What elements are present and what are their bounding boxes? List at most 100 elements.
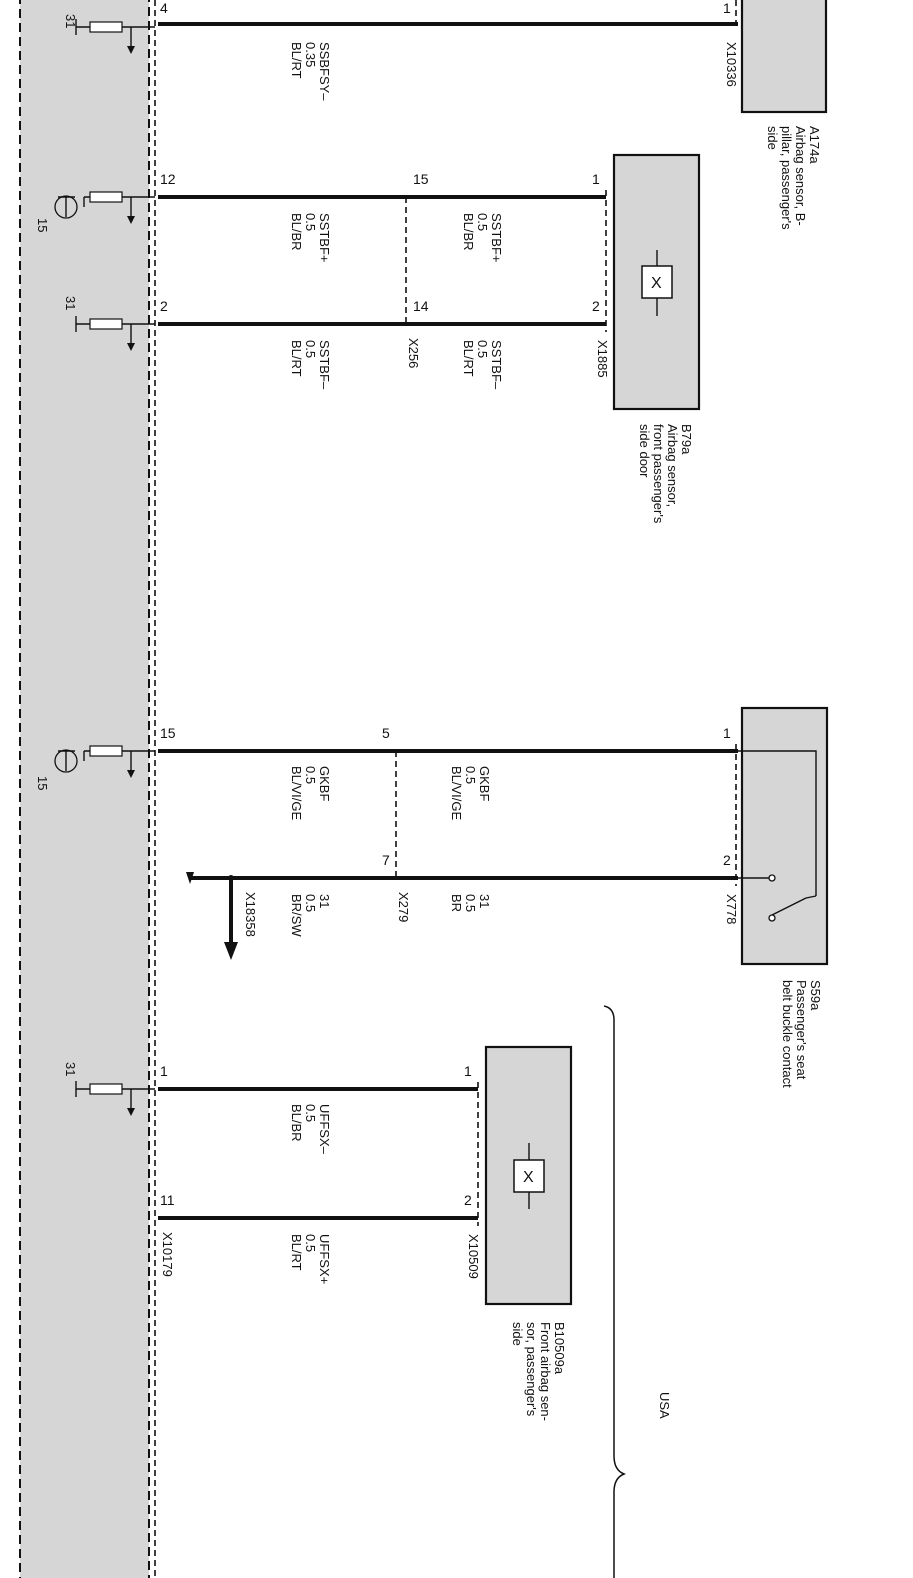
b10509a-desc-line-2: sor, passenger's [524, 1322, 539, 1417]
x18358-arrow-head [224, 942, 238, 960]
svg-text:BL/VI/GE: BL/VI/GE [449, 766, 464, 821]
ground-symbol-3 [75, 1081, 155, 1116]
a174a-id: A174a [807, 126, 822, 164]
b10509a-desc-line-3: side [510, 1322, 525, 1346]
connector-x256: X256 [406, 338, 421, 368]
wire-label-sstbf-plus-sensor: SSTBF+ 0.5 BL/BR [461, 213, 504, 263]
connector-x778: X778 [724, 894, 739, 924]
svg-text:31: 31 [477, 894, 492, 908]
svg-text:0.5: 0.5 [463, 766, 478, 784]
svg-text:31: 31 [317, 894, 332, 908]
connector-x279: X279 [396, 892, 411, 922]
component-s59a-box [740, 706, 829, 966]
s59a-pin-1: 1 [723, 725, 731, 741]
ground-symbol-2 [75, 316, 155, 351]
wire-label-uffsx-minus: UFFSX– 0.5 BL/BR [289, 1104, 332, 1155]
airbag-sensor-icon: X [641, 250, 673, 316]
svg-text:GKBF: GKBF [477, 766, 492, 801]
b79a-id: B79a [679, 424, 694, 455]
connector-x10509: X10509 [466, 1234, 481, 1279]
svg-text:SSBFSY–: SSBFSY– [317, 42, 332, 101]
switch-contact-icon [738, 750, 817, 922]
b79a-pin-1: 1 [592, 171, 600, 187]
svg-text:BR: BR [449, 894, 464, 912]
svg-text:SSTBF–: SSTBF– [317, 340, 332, 390]
usa-bracket [603, 1005, 627, 1578]
wire-label-gkbf-module: GKBF 0.5 BL/VI/GE [289, 766, 332, 821]
wire-label-ssbfsy: SSBFSY– 0.35 BL/RT [289, 42, 332, 101]
component-b10509a-label: B10509a Front airbag sen- sor, passenger… [510, 1322, 567, 1421]
svg-text:BL/RT: BL/RT [461, 340, 476, 377]
svg-text:BL/BR: BL/BR [289, 213, 304, 251]
svg-text:BL/RT: BL/RT [289, 1234, 304, 1271]
svg-text:UFFSX+: UFFSX+ [317, 1234, 332, 1284]
s59a-pin-2: 2 [723, 852, 731, 868]
ground-label-31-b: 31 [63, 296, 78, 310]
a174a-pin-1: 1 [723, 0, 731, 16]
svg-text:BL/RT: BL/RT [289, 340, 304, 377]
ground-symbol-1 [75, 19, 155, 54]
wire-label-gkbf-switch: GKBF 0.5 BL/VI/GE [449, 766, 492, 821]
ground-end-marker [186, 872, 194, 884]
svg-text:0.5: 0.5 [303, 766, 318, 784]
svg-text:BR/SW: BR/SW [289, 894, 304, 937]
svg-text:0.5: 0.5 [303, 1104, 318, 1122]
component-b79a-label: B79a Airbag sensor, front passenger's si… [637, 424, 694, 524]
connector-x10336: X10336 [724, 42, 739, 87]
connector-x18358: X18358 [243, 892, 258, 937]
svg-text:X: X [651, 275, 662, 292]
svg-text:SSTBF–: SSTBF– [489, 340, 504, 390]
connector-x1885: X1885 [595, 340, 610, 378]
b10509a-desc-line-1: Front airbag sen- [538, 1322, 553, 1421]
terminal-label-15-a: 15 [35, 218, 50, 232]
b79a-desc-line-3: side door [637, 424, 652, 478]
svg-text:BL/VI/GE: BL/VI/GE [289, 766, 304, 821]
svg-text:SSTBF+: SSTBF+ [317, 213, 332, 263]
transistor-symbol-1 [54, 191, 155, 224]
wire-label-31-brsw: 31 0.5 BR/SW [289, 894, 332, 937]
transistor-symbol-2 [54, 745, 155, 778]
svg-text:0.5: 0.5 [463, 894, 478, 912]
connector-x10179: X10179 [160, 1232, 175, 1277]
s59a-desc-line-1: Passenger's seat [794, 980, 809, 1080]
svg-text:BL/BR: BL/BR [461, 213, 476, 251]
s59a-id: S59a [808, 980, 823, 1011]
module-pin-15: 15 [160, 725, 176, 741]
s59a-desc-line-2: belt buckle contact [780, 980, 795, 1088]
x279-pin-5: 5 [382, 725, 390, 741]
svg-text:0.5: 0.5 [303, 340, 318, 358]
wire-label-uffsx-plus: UFFSX+ 0.5 BL/RT [289, 1234, 332, 1284]
component-a174a-label: A174a Airbag sensor, B- pillar, passenge… [765, 126, 822, 230]
x279-pin-7: 7 [382, 852, 390, 868]
b10509a-id: B10509a [552, 1322, 567, 1375]
svg-text:0.5: 0.5 [303, 213, 318, 231]
airbag-sensor-icon: X [513, 1143, 545, 1209]
svg-text:0.5: 0.5 [475, 340, 490, 358]
module-pin-1: 1 [160, 1063, 168, 1079]
svg-text:0.35: 0.35 [303, 42, 318, 67]
wire-label-sstbf-plus-module: SSTBF+ 0.5 BL/BR [289, 213, 332, 263]
b10509a-pin-1: 1 [464, 1063, 472, 1079]
module-pin-12: 12 [160, 171, 176, 187]
b79a-desc-line-1: Airbag sensor, [665, 424, 680, 507]
svg-text:0.5: 0.5 [303, 894, 318, 912]
a174a-desc-line-1: Airbag sensor, B- [793, 126, 808, 226]
x256-pin-14: 14 [413, 298, 429, 314]
b10509a-pin-2: 2 [464, 1192, 472, 1208]
region-label-usa: USA [657, 1392, 672, 1419]
svg-text:0.5: 0.5 [303, 1234, 318, 1252]
wire-label-31-br: 31 0.5 BR [449, 894, 492, 912]
b79a-desc-line-2: front passenger's [651, 424, 666, 524]
component-s59a-label: S59a Passenger's seat belt buckle contac… [780, 980, 823, 1088]
x256-pin-15: 15 [413, 171, 429, 187]
module-pin-4: 4 [160, 0, 168, 16]
svg-text:BL/BR: BL/BR [289, 1104, 304, 1142]
a174a-desc-line-3: side [765, 126, 780, 150]
a174a-desc-line-2: pillar, passenger's [779, 126, 794, 230]
svg-text:UFFSX–: UFFSX– [317, 1104, 332, 1155]
module-pin-11: 11 [160, 1192, 175, 1208]
component-a174a-box [740, 0, 828, 114]
svg-text:0.5: 0.5 [475, 213, 490, 231]
svg-text:SSTBF+: SSTBF+ [489, 213, 504, 263]
